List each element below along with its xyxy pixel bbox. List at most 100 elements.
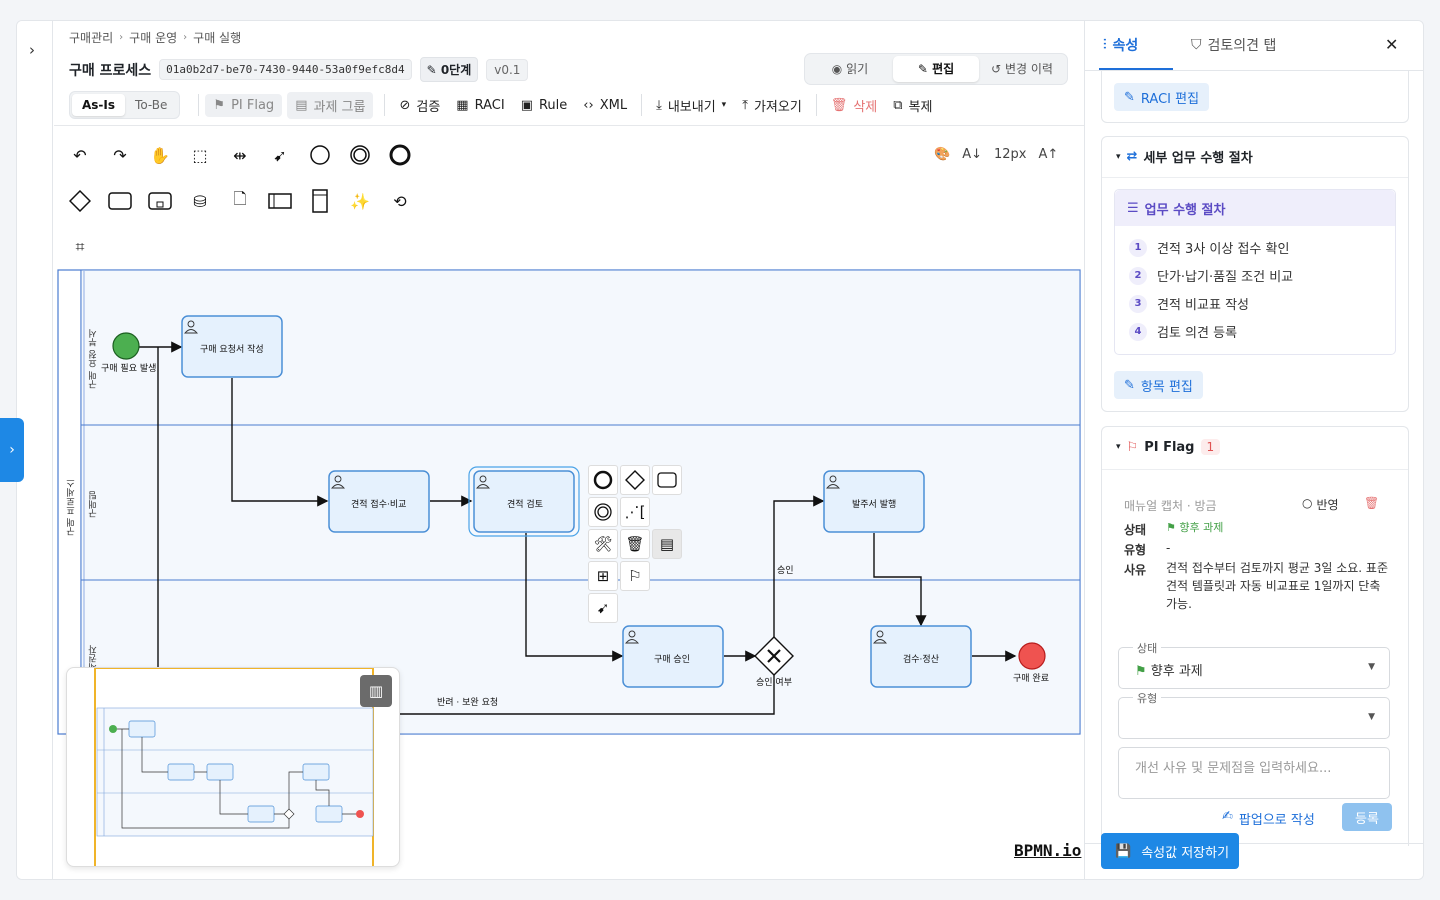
font-decrease-icon[interactable]: A↓ [962,147,982,162]
append-text-annotation-icon[interactable]: ⋰[ [620,497,650,527]
lasso-tool-icon[interactable]: ⬚ [192,145,208,165]
pool-label: 구매 프로세스 [67,479,77,536]
minimap[interactable] [66,667,400,867]
flag-icon[interactable]: ⚐ [620,561,650,591]
append-task-icon[interactable] [652,465,682,495]
connect-icon[interactable]: ➹ [588,593,618,623]
vertical-pool-icon[interactable] [306,187,334,215]
rule-button[interactable]: ▣Rule [513,94,576,117]
import-button[interactable]: ⤒가져오기 [734,92,810,119]
data-store-icon[interactable]: ⛁ [193,191,207,211]
edit-items-button[interactable]: ✎항목 편집 [1114,371,1203,399]
sequence-flow[interactable] [873,533,927,627]
breadcrumb-item[interactable]: 구매관리 [69,31,114,45]
validate-label: 검증 [416,99,441,115]
stage-badge[interactable]: ✎ 0단계 [419,57,479,82]
to-be-tab[interactable]: To-Be [135,98,168,112]
validate-button[interactable]: ⊘검증 [391,92,448,119]
magic-wand-icon[interactable]: ✨ [350,191,370,211]
app-window: › 구매관리 › 구매 운영 › 구매 실행 구매 프로세스 01a0b2d7-… [16,20,1424,880]
data-object-icon[interactable]: 🗋 [233,188,247,208]
gateway-icon[interactable] [66,187,94,215]
reason-textarea[interactable]: 개선 사유 및 문제점을 입력하세요... [1118,747,1390,799]
bpmn-io-logo[interactable]: BPMN.io [1014,841,1082,860]
lane-shape[interactable] [80,269,1081,426]
delete-button[interactable]: 🗑삭제 [823,92,885,119]
task-shape[interactable] [328,470,430,533]
status-select-label: 상태 [1133,640,1162,656]
append-end-event-icon[interactable] [588,465,618,495]
connect-tool-icon[interactable]: ➹ [273,145,287,165]
section-header[interactable]: ▾⇄세부 업무 수행 절차 [1116,147,1253,166]
append-gateway-icon[interactable] [620,465,650,495]
flag-icon: ⚑ [1166,521,1180,534]
lane-shape[interactable] [80,424,1081,581]
expand-chevron-icon[interactable]: › [29,41,35,59]
mode-read[interactable]: ◉ 읽기 [807,56,893,82]
wrench-icon[interactable]: 🛠 [588,529,618,559]
redo-icon[interactable]: ↷ [113,145,127,165]
chevron-down-icon: ▾ [1116,442,1121,452]
palette-color-icon[interactable]: 🎨 [934,147,951,162]
pi-flag-button[interactable]: ⚑PI Flag [205,93,283,117]
font-increase-icon[interactable]: A↑ [1038,147,1059,162]
comment-icon[interactable]: ▤ [652,529,682,559]
chevron-down-icon: ▾ [1116,151,1121,162]
raci-button[interactable]: ▦RACI [448,94,512,117]
task-shape[interactable] [622,625,724,688]
sequence-flow[interactable] [231,378,329,507]
pool-icon[interactable] [266,187,294,215]
start-event-icon[interactable] [306,141,334,169]
task-icon[interactable] [106,187,134,215]
crop-icon[interactable]: ⌗ [75,237,85,256]
trash-icon[interactable]: 🗑 [1364,496,1380,510]
tab-review[interactable]: ⛉검토의견 탭 [1191,35,1276,55]
task-shape[interactable] [823,470,925,533]
intermediate-event-icon[interactable] [346,141,374,169]
status-select[interactable]: 상태 ⚑ 향후 과제 ▼ [1118,640,1390,689]
task-group-button[interactable]: ▤과제 그룹 [287,91,374,119]
xml-button[interactable]: ‹›XML [575,94,635,117]
reset-icon[interactable]: ⟲ [393,191,407,211]
sequence-flow[interactable] [773,495,825,637]
end-event-shape[interactable] [1018,642,1046,670]
procedure-header: ☰업무 수행 절차 [1115,190,1395,226]
popup-write-button[interactable]: ✍팝업으로 작성 [1222,809,1315,828]
type-select[interactable]: 유형 ▼ [1118,690,1390,739]
task-shape[interactable] [870,625,972,688]
task-shape-selected[interactable] [473,470,575,533]
trash-icon[interactable]: 🗑 [620,529,650,559]
copy-button[interactable]: ⧉복제 [885,92,940,119]
export-button[interactable]: ⤓내보내기▾ [648,92,734,119]
breadcrumb-item[interactable]: 구매 운영 [129,31,178,45]
close-icon[interactable]: ✕ [1385,35,1399,54]
mode-history[interactable]: ↺ 변경 이력 [979,56,1065,82]
clipboard-icon: ▤ [295,97,308,113]
register-button[interactable]: 등록 [1342,803,1392,831]
tab-properties[interactable]: ⫶속성 [1103,35,1138,55]
append-intermediate-event-icon[interactable] [588,497,618,527]
save-properties-button[interactable]: 💾속성값 저장하기 [1101,833,1239,869]
breadcrumb-item[interactable]: 구매 실행 [193,31,242,45]
as-is-tab[interactable]: As-Is [72,94,126,116]
start-event-shape[interactable] [112,332,140,360]
sidebar-toggle-icon[interactable]: › [0,418,24,482]
task-label: 견적 접수·비교 [351,500,407,510]
reflect-toggle[interactable]: ○반영 [1302,496,1339,513]
subprocess-icon[interactable] [146,187,174,215]
add-comment-icon[interactable]: ⊞ [588,561,618,591]
hand-tool-icon[interactable]: ✋ [150,145,170,165]
end-event-icon[interactable] [386,141,414,169]
sequence-flow[interactable] [525,533,624,662]
sequence-flow[interactable] [157,347,775,715]
step-number: 2 [1129,266,1147,285]
raci-edit-button[interactable]: ✎RACI 편집 [1114,83,1210,111]
undo-icon[interactable]: ↶ [73,145,87,165]
task-shape[interactable] [181,315,283,378]
flow-label-reject: 반려 · 보완 요청 [437,698,499,708]
space-tool-icon[interactable]: ⇹ [233,145,247,165]
map-toggle-icon[interactable]: ▥ [360,675,392,707]
mode-edit[interactable]: ✎ 편집 [893,56,979,82]
copy-label: 복제 [908,99,933,115]
